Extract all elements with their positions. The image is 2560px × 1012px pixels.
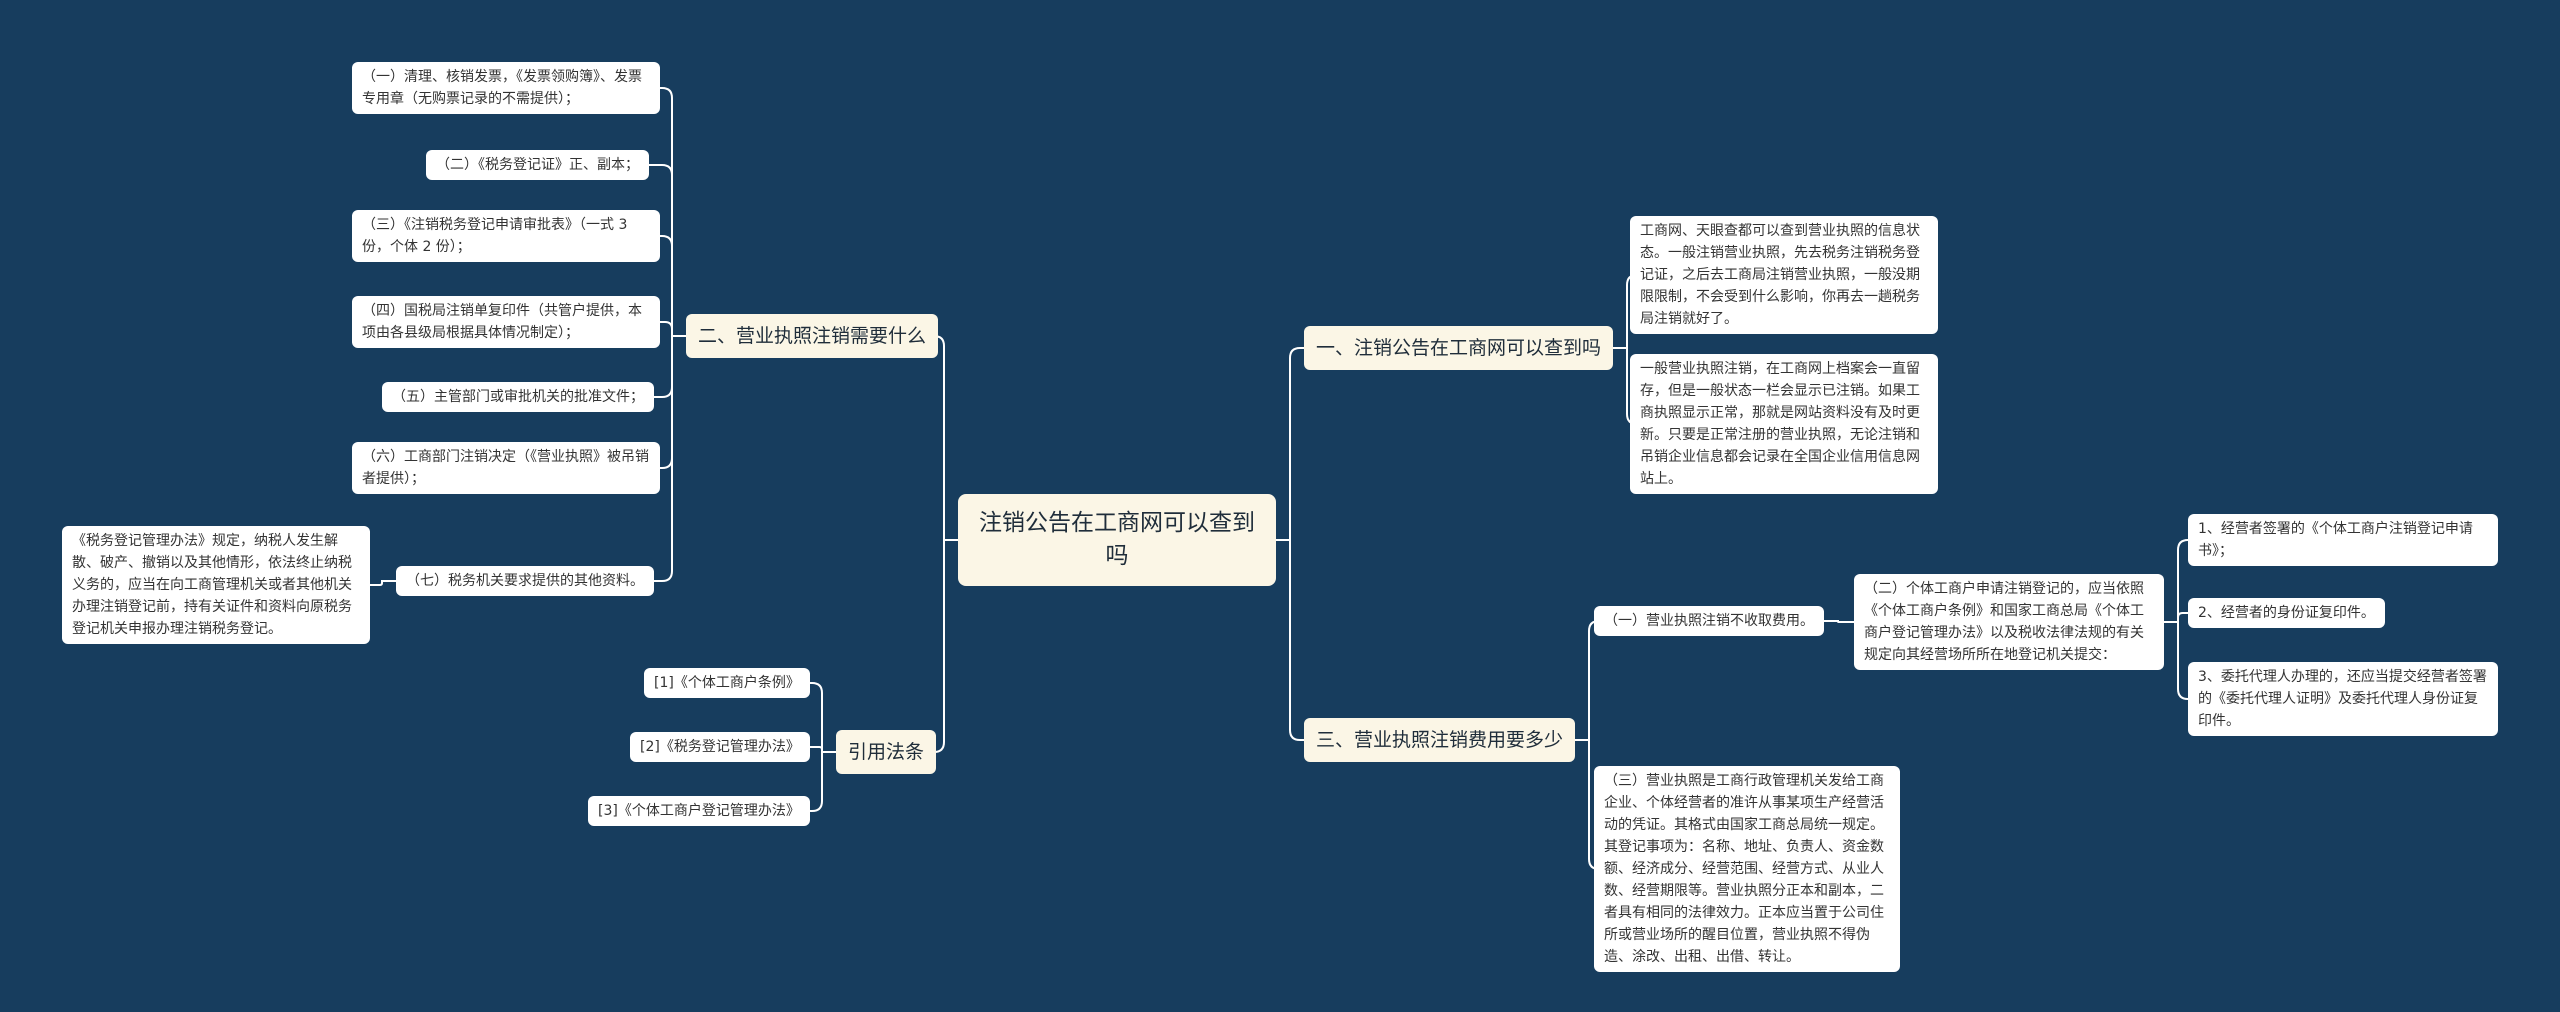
- connector: [1276, 539, 1304, 741]
- citation-item[interactable]: [1]《个体工商户条例》: [644, 668, 810, 698]
- connector: [1276, 347, 1304, 541]
- leaf-sub-item[interactable]: 2、经营者的身份证复印件。: [2188, 598, 2385, 628]
- leaf-apply-requirements[interactable]: （二）个体工商户申请注销登记的，应当依照《个体工商户条例》和国家工商总局《个体工…: [1854, 574, 2164, 670]
- branch-query-announcement[interactable]: 一、注销公告在工商网可以查到吗: [1304, 326, 1614, 370]
- leaf-sub-item[interactable]: 1、经营者签署的《个体工商户注销登记申请书》；: [2188, 514, 2498, 566]
- leaf-archive-retained[interactable]: 一般营业执照注销，在工商网上档案会一直留存，但是一般状态一栏会显示已注销。如果工…: [1630, 354, 1938, 494]
- branch-cited-laws[interactable]: 引用法条: [836, 730, 937, 774]
- connector: [810, 682, 836, 753]
- leaf-query-status[interactable]: 工商网、天眼查都可以查到营业执照的信息状态。一般注销营业执照，先去税务注销税务登…: [1630, 216, 1938, 334]
- leaf-note-regulation[interactable]: 《税务登记管理办法》规定，纳税人发生解散、破产、撤销以及其他情形，依法终止纳税义…: [62, 526, 370, 644]
- branch-label: 二、营业执照注销需要什么: [698, 325, 927, 347]
- citation-item[interactable]: [3]《个体工商户登记管理办法》: [588, 796, 810, 826]
- connector: [933, 539, 958, 753]
- connector: [1575, 620, 1600, 741]
- leaf-license-description[interactable]: （三）营业执照是工商行政管理机关发给工商企业、个体经营者的准许从事某项生产经营活…: [1594, 766, 1900, 972]
- connector: [370, 580, 396, 586]
- branch-label: 引用法条: [848, 741, 925, 763]
- connector: [2164, 612, 2188, 623]
- connector: [660, 335, 686, 469]
- root-topic-label: 注销公告在工商网可以查到吗: [979, 510, 1255, 569]
- leaf-item[interactable]: （四）国税局注销单复印件（共管户提供，本项由各县级局根据具体情况制定）；: [352, 296, 660, 348]
- connector: [660, 235, 686, 337]
- leaf-item[interactable]: （一）清理、核销发票，《发票领购簿》、发票专用章（无购票记录的不需提供）；: [352, 62, 660, 114]
- branch-label: 一、注销公告在工商网可以查到吗: [1316, 337, 1602, 359]
- branch-cancellation-fee[interactable]: 三、营业执照注销费用要多少: [1304, 718, 1576, 762]
- leaf-no-fee[interactable]: （一）营业执照注销不收取费用。: [1594, 606, 1824, 636]
- leaf-item[interactable]: （三）《注销税务登记申请审批表》（一式 3 份，个体 2 份）；: [352, 210, 660, 262]
- leaf-item[interactable]: （二）《税务登记证》正、副本；: [426, 150, 649, 180]
- branch-label: 三、营业执照注销费用要多少: [1316, 729, 1564, 751]
- root-topic[interactable]: 注销公告在工商网可以查到吗: [958, 494, 1276, 586]
- citation-item[interactable]: [2]《税务登记管理办法》: [630, 732, 810, 762]
- leaf-sub-item[interactable]: 3、委托代理人办理的，还应当提交经营者签署的《委托代理人证明》及委托代理人身份证…: [2188, 662, 2498, 736]
- connector: [2164, 539, 2189, 623]
- leaf-item[interactable]: （七）税务机关要求提供的其他资料。: [396, 566, 654, 596]
- connector: [2164, 621, 2189, 700]
- connector: [1824, 620, 1854, 623]
- branch-cancellation-requirements[interactable]: 二、营业执照注销需要什么: [686, 314, 939, 358]
- connector: [660, 87, 686, 337]
- connector: [933, 335, 958, 541]
- leaf-item[interactable]: （五）主管部门或审批机关的批准文件；: [382, 382, 654, 412]
- leaf-item[interactable]: （六）工商部门注销决定（《营业执照》被吊销者提供）；: [352, 442, 660, 494]
- connector: [660, 321, 686, 337]
- connector: [810, 746, 836, 753]
- connector: [810, 751, 836, 812]
